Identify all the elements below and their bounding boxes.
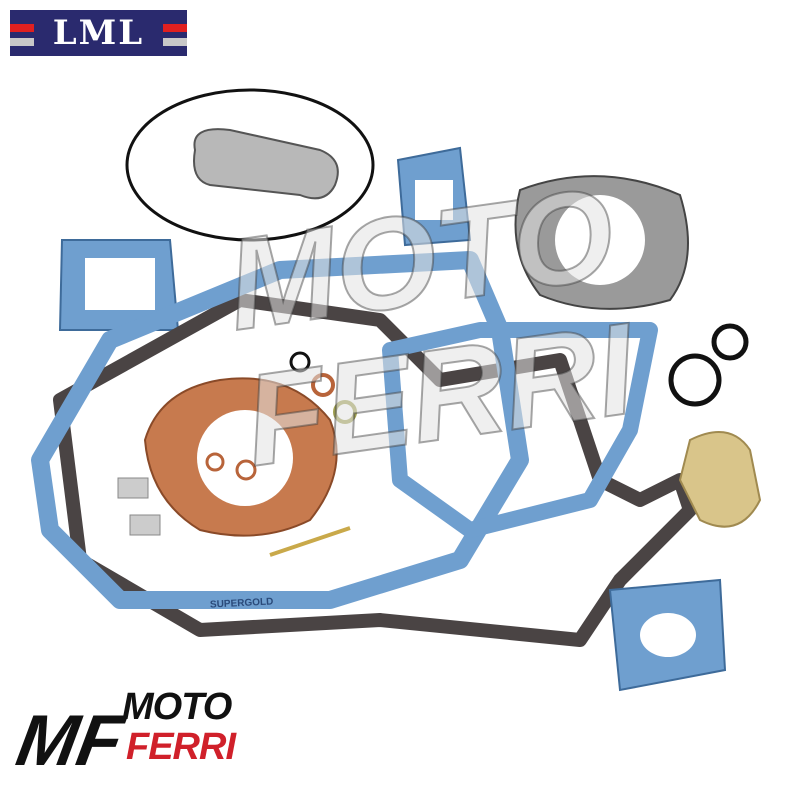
lml-logo-text: LML <box>52 13 145 53</box>
lml-logo: LML <box>10 10 187 56</box>
exhaust-gasket <box>193 128 339 200</box>
crankcase-gasket-blue <box>31 251 529 609</box>
copper-washer <box>311 373 335 397</box>
carburettor-gasket <box>678 431 762 528</box>
moto-ferri-logo: MF MOTO FERRI <box>10 680 236 790</box>
large-o-ring <box>125 88 375 242</box>
logo-ferri: FERRI <box>126 726 236 768</box>
clutch-cover-gasket <box>382 322 658 538</box>
split-pin <box>269 526 351 557</box>
fiber-washer <box>333 400 357 424</box>
clip <box>117 477 149 499</box>
logo-moto: MOTO <box>122 686 232 728</box>
small-o-ring <box>289 351 311 373</box>
o-ring-right <box>668 353 722 407</box>
logo-monogram: MF <box>10 701 130 781</box>
